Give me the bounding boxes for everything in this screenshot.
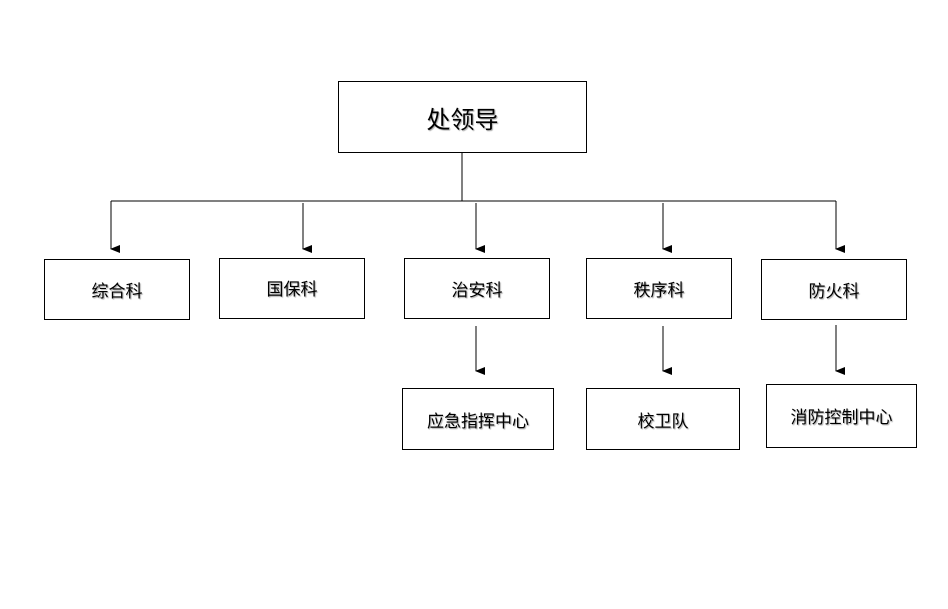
department-label: 秩序科 bbox=[633, 281, 685, 301]
sub-unit-label: 应急指挥中心 bbox=[427, 411, 529, 432]
root-node-label: 处领导 bbox=[426, 105, 499, 134]
sub-unit-label: 校卫队 bbox=[637, 411, 689, 432]
sub-unit-node: 校卫队 bbox=[586, 388, 740, 450]
sub-unit-node: 消防控制中心 bbox=[766, 384, 917, 448]
root-node: 处领导 bbox=[338, 81, 587, 153]
department-node: 防火科 bbox=[761, 259, 907, 320]
department-label: 治安科 bbox=[451, 281, 503, 301]
department-node: 治安科 bbox=[404, 258, 550, 319]
department-label: 综合科 bbox=[91, 282, 143, 302]
department-node: 综合科 bbox=[44, 259, 190, 320]
department-label: 防火科 bbox=[808, 282, 860, 302]
sub-unit-node: 应急指挥中心 bbox=[402, 388, 554, 450]
sub-unit-label: 消防控制中心 bbox=[790, 408, 893, 428]
department-node: 国保科 bbox=[219, 258, 365, 319]
department-label: 国保科 bbox=[266, 280, 318, 300]
department-node: 秩序科 bbox=[586, 258, 732, 319]
